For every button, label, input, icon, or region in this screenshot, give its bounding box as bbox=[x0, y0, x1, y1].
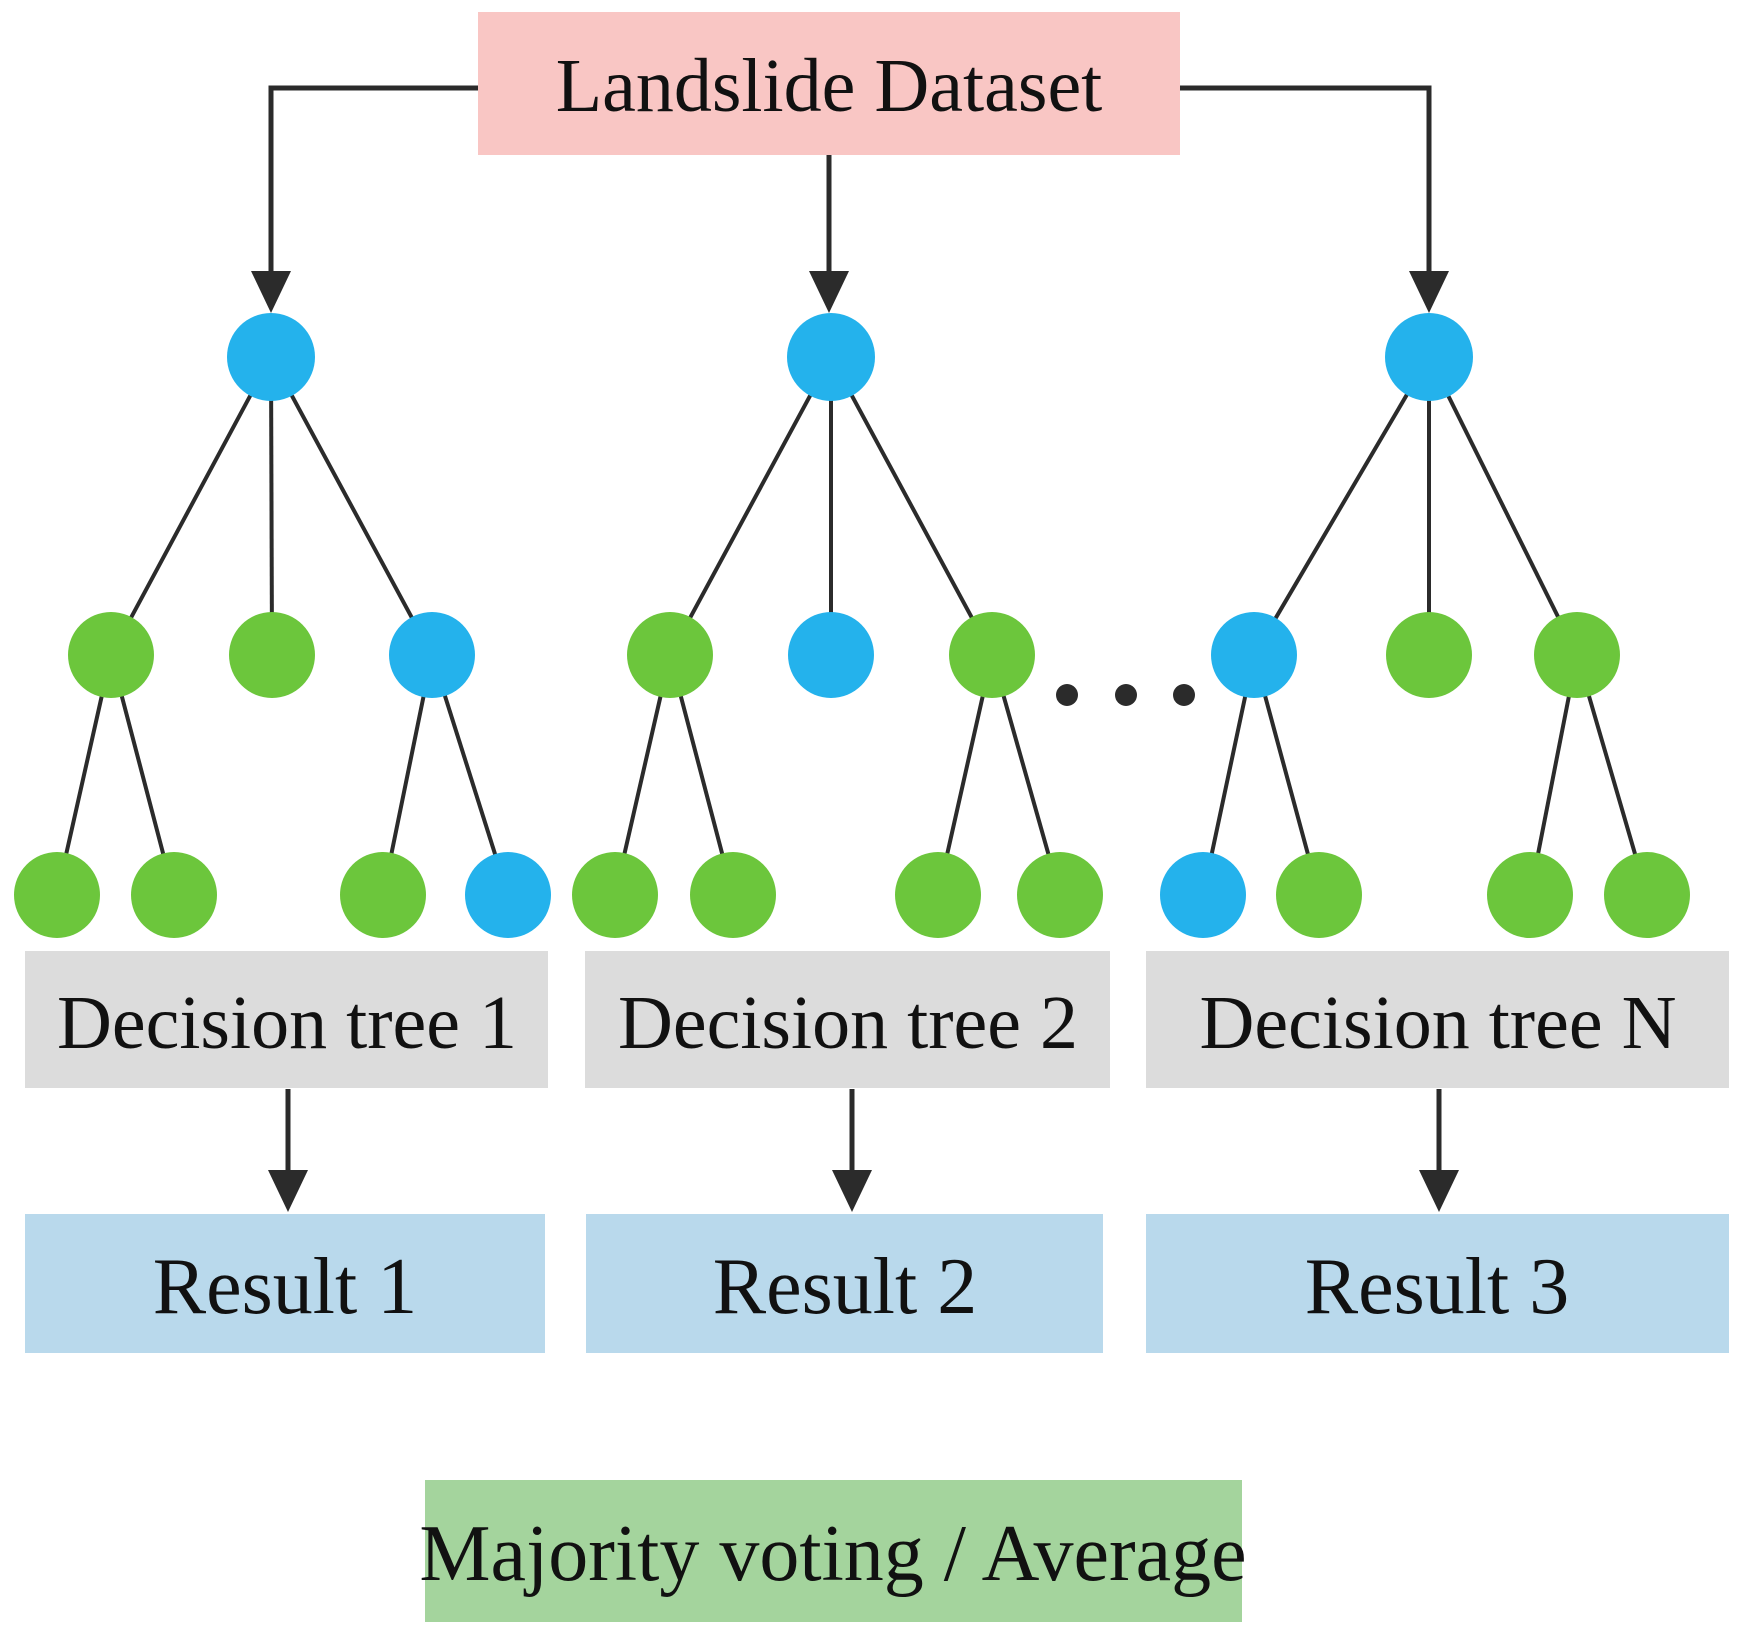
tree-label-boxes: Decision tree 1 Decision tree 2 Decision… bbox=[25, 951, 1729, 1088]
tree1-leaf-node bbox=[465, 852, 551, 938]
arrowhead-result2 bbox=[832, 1170, 872, 1212]
dataset-box-label: Landslide Dataset bbox=[556, 44, 1103, 128]
tree2-node bbox=[627, 612, 713, 698]
result-arrowheads bbox=[268, 1170, 1459, 1212]
tree2-leaf-node bbox=[572, 852, 658, 938]
voting-box-rect bbox=[425, 1480, 1242, 1622]
tree2-node bbox=[949, 612, 1035, 698]
result1-box bbox=[25, 1214, 545, 1353]
arrow-line-to-treeN bbox=[1180, 85, 1432, 277]
treeN-leaf-node bbox=[1487, 852, 1573, 938]
treeN-leaf-node bbox=[1276, 852, 1362, 938]
treeN-node bbox=[1386, 612, 1472, 698]
dataset-box: Landslide Dataset bbox=[478, 12, 1180, 155]
tree1-edge bbox=[269, 356, 434, 656]
tree1-leaf-node bbox=[131, 852, 217, 938]
tree1-label-box bbox=[25, 951, 548, 1088]
result2-box bbox=[586, 1214, 1103, 1353]
tree1-label: Decision tree 1 bbox=[57, 981, 517, 1065]
ellipsis-dot bbox=[1173, 684, 1195, 706]
ellipsis-dot bbox=[1115, 684, 1137, 706]
arrow-line-to-tree1 bbox=[268, 85, 478, 277]
ellipsis-dots bbox=[1056, 684, 1195, 706]
dataset-arrowheads bbox=[251, 271, 1449, 313]
ellipsis-dot bbox=[1056, 684, 1078, 706]
tree1-edge bbox=[109, 356, 273, 656]
arrowhead-result3 bbox=[1419, 1170, 1459, 1212]
tree1-node bbox=[389, 612, 475, 698]
treeN-leaf-node bbox=[1160, 852, 1246, 938]
tree1-node bbox=[229, 612, 315, 698]
result2-label: Result 2 bbox=[713, 1243, 977, 1331]
tree2-leaf-node bbox=[895, 852, 981, 938]
tree1-nodes bbox=[14, 313, 551, 938]
treeN-label: Decision tree N bbox=[1200, 981, 1677, 1065]
result3-box bbox=[1146, 1214, 1729, 1353]
result1-label: Result 1 bbox=[153, 1243, 417, 1331]
treeN-node bbox=[1211, 612, 1297, 698]
arrowhead-result1 bbox=[268, 1170, 308, 1212]
voting-box-label: Majority voting / Average bbox=[419, 1510, 1246, 1598]
result3-label: Result 3 bbox=[1305, 1243, 1569, 1331]
tree1-leaf-node bbox=[340, 852, 426, 938]
treeN-label-box bbox=[1146, 951, 1729, 1088]
tree2-edge bbox=[829, 356, 994, 656]
arrowhead-treeN bbox=[1409, 271, 1449, 313]
tree2-label-box bbox=[585, 951, 1110, 1088]
tree1-leaf-node bbox=[14, 852, 100, 938]
dataset-arrows bbox=[268, 85, 1432, 277]
tree1-edge bbox=[269, 356, 274, 656]
arrowhead-tree1 bbox=[251, 271, 291, 313]
treeN-root-node bbox=[1385, 313, 1473, 401]
tree2-leaf-node bbox=[690, 852, 776, 938]
dataset-box-rect bbox=[478, 12, 1180, 155]
tree2-node bbox=[788, 612, 874, 698]
treeN-leaf-node bbox=[1604, 852, 1690, 938]
tree2-edge bbox=[668, 356, 833, 656]
treeN-nodes bbox=[1160, 313, 1690, 938]
treeN-node bbox=[1534, 612, 1620, 698]
treeN-edge bbox=[1427, 356, 1579, 656]
tree2-root-node bbox=[787, 313, 875, 401]
result-arrows bbox=[285, 1089, 1442, 1176]
tree1-root-node bbox=[227, 313, 315, 401]
result-boxes: Result 1 Result 2 Result 3 bbox=[25, 1214, 1729, 1353]
tree2-nodes bbox=[572, 313, 1103, 938]
arrowhead-tree2 bbox=[809, 271, 849, 313]
tree2-leaf-node bbox=[1017, 852, 1103, 938]
voting-box: Majority voting / Average bbox=[419, 1480, 1247, 1622]
tree1-node bbox=[68, 612, 154, 698]
tree2-label: Decision tree 2 bbox=[618, 981, 1078, 1065]
treeN-edge bbox=[1252, 355, 1431, 657]
